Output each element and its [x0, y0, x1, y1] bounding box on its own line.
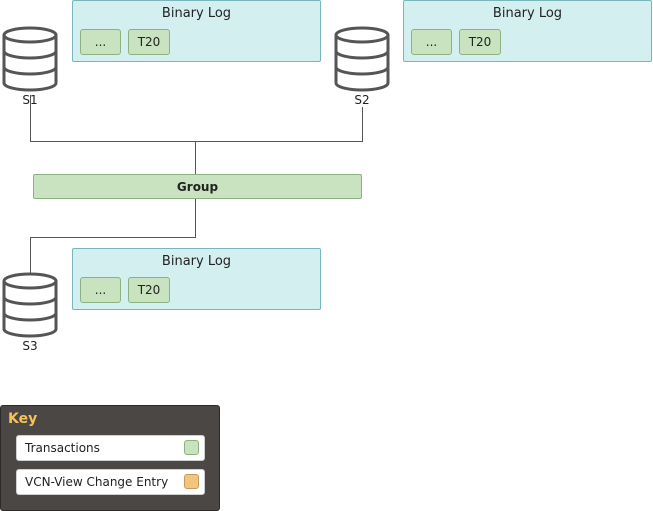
vcn-swatch	[184, 474, 199, 489]
key-title: Key	[8, 411, 38, 427]
binary-log-s3: Binary Log ... T20	[72, 248, 321, 310]
key-item-vcn-view-change-entry: VCN-View Change Entry	[16, 469, 205, 495]
server-label: S3	[22, 339, 38, 353]
transaction-t20: T20	[128, 277, 170, 303]
server-label: S2	[354, 93, 370, 107]
transaction-t20: T20	[128, 29, 170, 55]
group-connector-down	[195, 199, 196, 237]
transactions-swatch	[184, 440, 199, 455]
key-item-label: VCN-View Change Entry	[25, 475, 169, 489]
binary-log-s2: Binary Log ... T20	[403, 0, 652, 62]
s1-connector-vertical	[30, 95, 31, 141]
transaction-ellipsis: ...	[80, 29, 121, 55]
s3-connector-vertical	[30, 237, 31, 273]
database-icon	[2, 272, 58, 338]
s2-connector-vertical	[362, 107, 363, 141]
server-s3: S3	[0, 272, 60, 353]
group-bar: Group	[33, 174, 362, 199]
transaction-ellipsis: ...	[80, 277, 121, 303]
server-s1: S1	[0, 26, 60, 107]
key-legend: Key Transactions VCN-View Change Entry	[0, 405, 220, 511]
binary-log-title: Binary Log	[161, 6, 232, 21]
database-icon	[334, 26, 390, 92]
transaction-ellipsis: ...	[411, 29, 452, 55]
database-icon	[2, 26, 58, 92]
transaction-t20: T20	[459, 29, 501, 55]
key-item-label: Transactions	[25, 441, 100, 455]
binary-log-s1: Binary Log ... T20	[72, 0, 321, 62]
bottom-connector-horizontal	[30, 237, 196, 238]
key-item-transactions: Transactions	[16, 435, 205, 461]
binary-log-title: Binary Log	[492, 6, 563, 21]
server-s2: S2	[332, 26, 392, 107]
binary-log-title: Binary Log	[161, 254, 232, 269]
group-connector-up	[195, 141, 196, 174]
top-connector-horizontal	[30, 141, 363, 142]
server-label: S1	[22, 93, 38, 107]
